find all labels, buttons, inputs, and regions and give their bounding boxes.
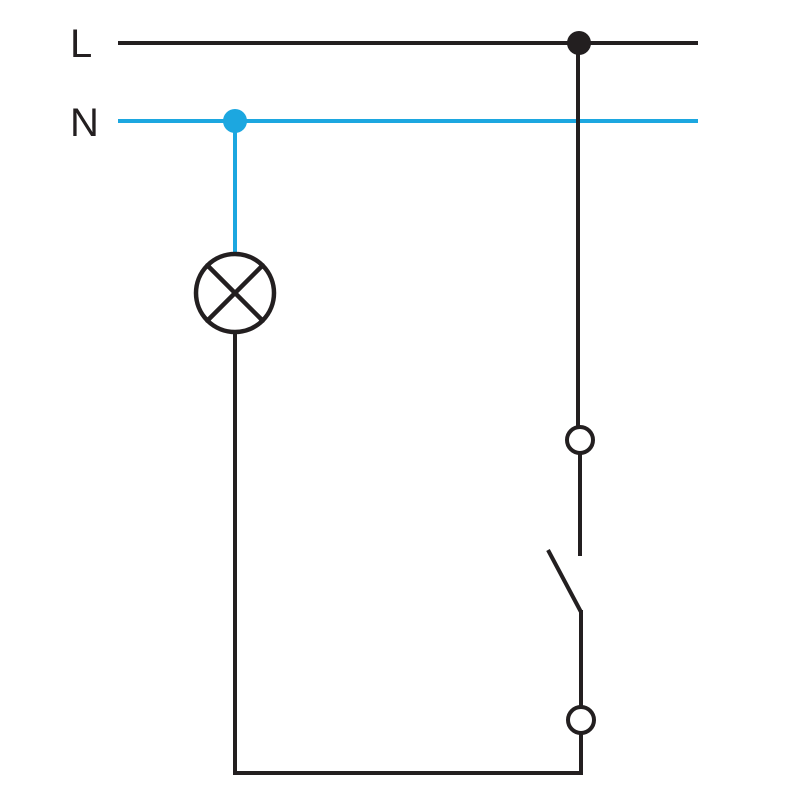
switch-bottom-terminal xyxy=(566,705,596,735)
neutral-bus-label: N xyxy=(70,101,99,145)
live-bus-label: L xyxy=(70,22,92,66)
neutral-junction-dot xyxy=(223,109,247,133)
live-junction-dot xyxy=(567,31,591,55)
switch-blade xyxy=(546,549,583,613)
switch-top-terminal xyxy=(565,425,595,455)
return-wire xyxy=(233,332,583,775)
lamp-cross-b xyxy=(205,263,265,323)
switch-symbol xyxy=(546,425,596,735)
lamp-symbol xyxy=(193,251,277,335)
